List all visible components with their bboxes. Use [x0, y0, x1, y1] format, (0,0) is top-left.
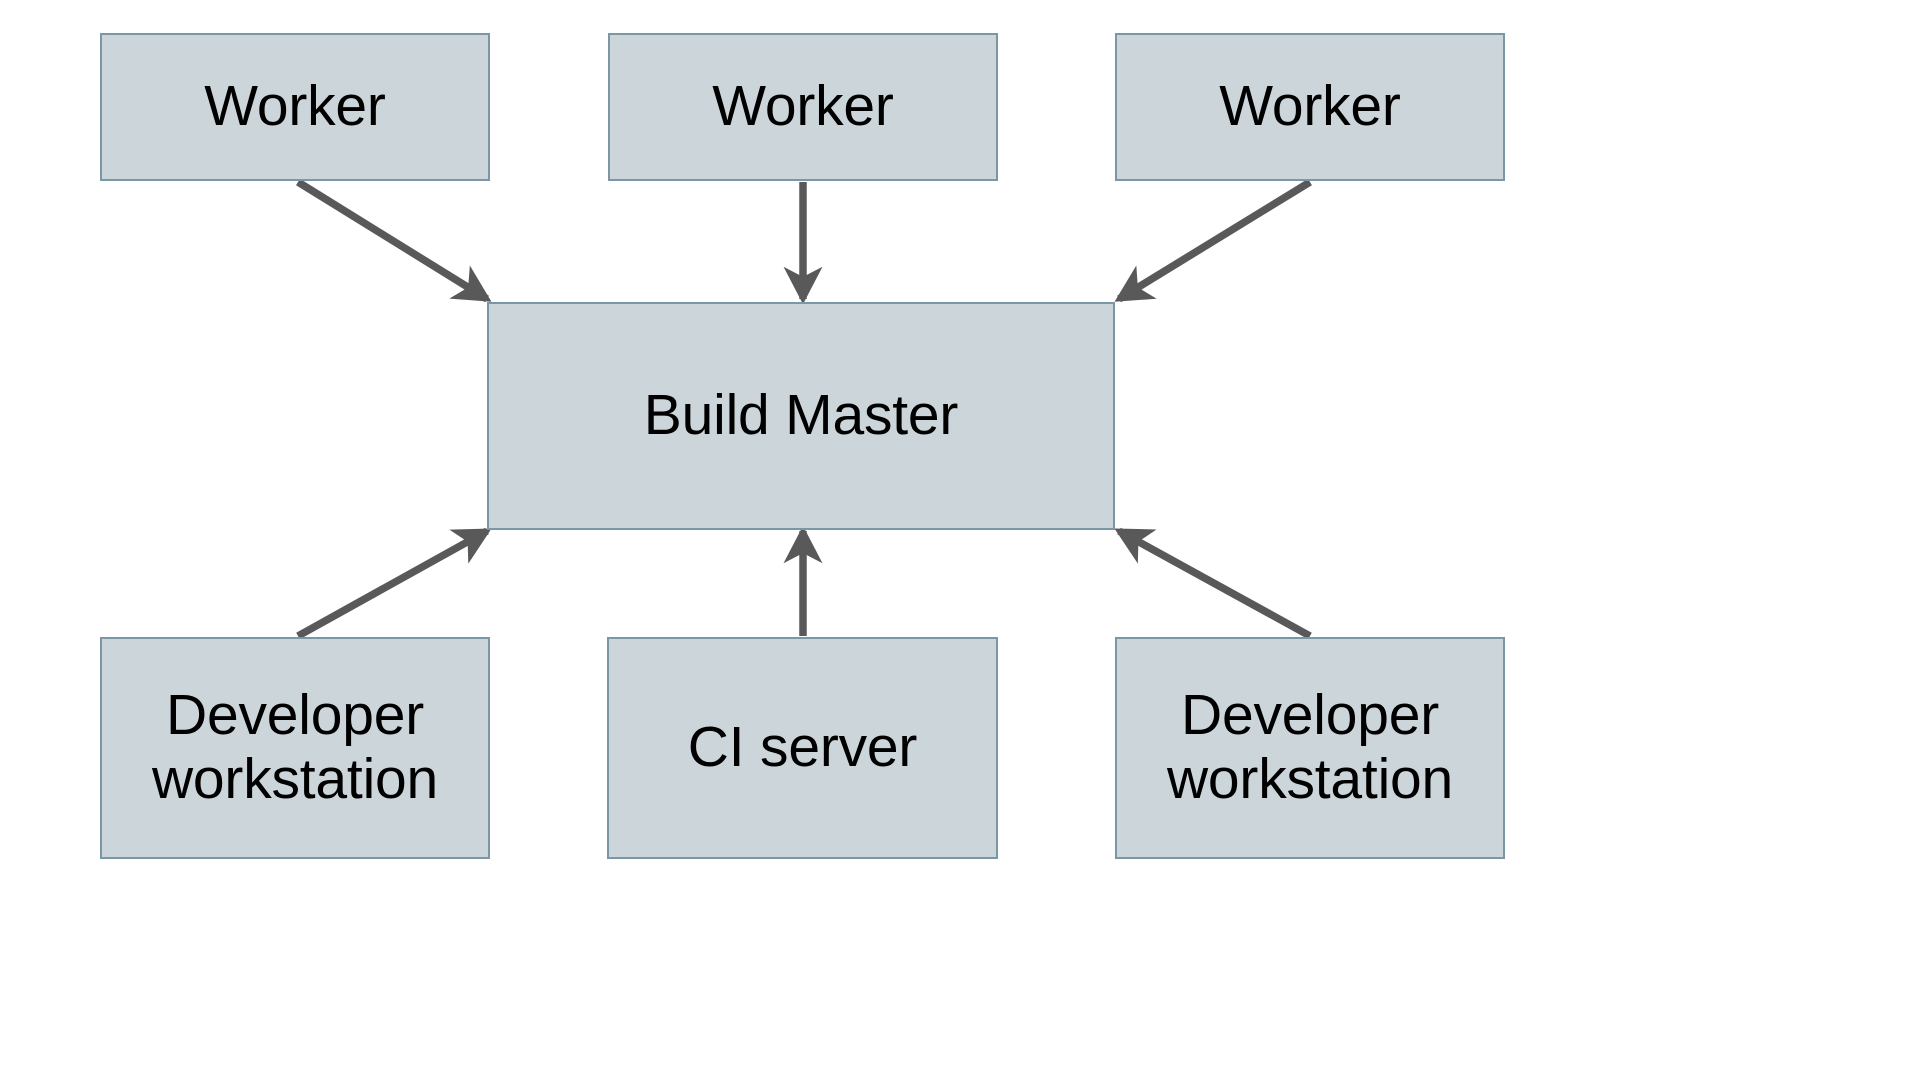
node-developer-workstation-left-label: Developer workstation [151, 683, 439, 811]
node-worker-center[interactable]: Worker [608, 33, 998, 181]
node-worker-right[interactable]: Worker [1115, 33, 1505, 181]
node-developer-workstation-right[interactable]: Developer workstation [1115, 637, 1505, 859]
edge-dev-left-to-master [296, 527, 492, 640]
node-worker-right-label: Worker [1219, 74, 1401, 139]
node-build-master-label: Build Master [643, 383, 959, 448]
edge-worker-left-to-master [296, 178, 492, 303]
node-developer-workstation-left[interactable]: Developer workstation [100, 637, 490, 859]
node-build-master[interactable]: Build Master [487, 302, 1115, 530]
node-developer-workstation-right-label: Developer workstation [1166, 683, 1454, 811]
edge-worker-right-to-master [1114, 178, 1312, 303]
node-worker-left[interactable]: Worker [100, 33, 490, 181]
node-ci-server[interactable]: CI server [607, 637, 998, 859]
node-worker-center-label: Worker [712, 74, 894, 139]
edge-dev-right-to-master [1114, 527, 1312, 640]
node-ci-server-label: CI server [687, 715, 918, 780]
node-worker-left-label: Worker [204, 74, 386, 139]
